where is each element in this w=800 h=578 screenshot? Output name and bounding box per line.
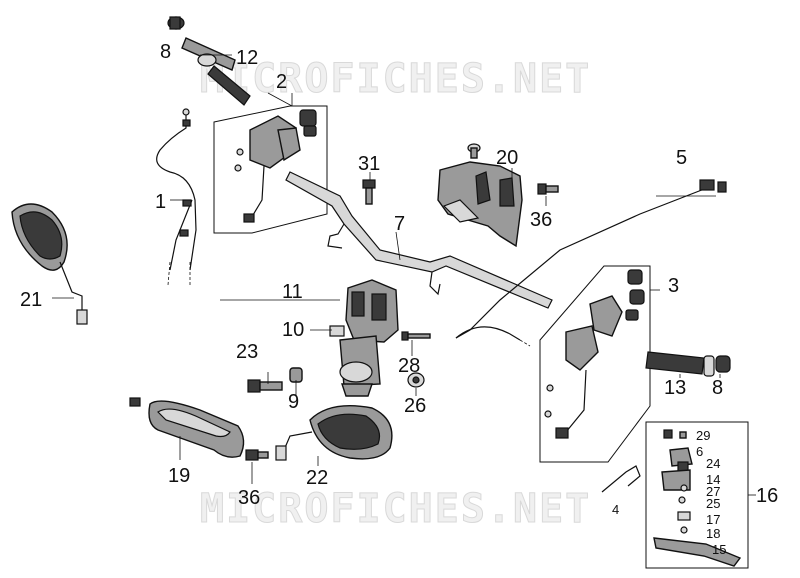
callout-27: 27 — [706, 484, 720, 499]
callout-36-top: 36 — [530, 209, 552, 231]
callout-3: 3 — [668, 275, 679, 297]
callout-10: 10 — [282, 319, 304, 341]
callout-2: 2 — [276, 71, 287, 93]
watermark-top: MICROFICHES.NET — [200, 56, 591, 102]
right-switch-housing[interactable] — [544, 269, 645, 439]
callout-28: 28 — [398, 355, 420, 377]
brake-master-cylinder[interactable] — [329, 279, 399, 397]
bolt-28[interactable] — [401, 331, 431, 341]
bolt-23[interactable] — [247, 379, 283, 393]
bar-end-weight-right[interactable] — [715, 355, 731, 373]
callout-22: 22 — [306, 467, 328, 489]
callout-18: 18 — [706, 526, 720, 541]
nut-26[interactable] — [407, 372, 425, 388]
handlebar-cover[interactable] — [437, 161, 523, 248]
callout-13: 13 — [664, 377, 686, 399]
callout-4: 4 — [612, 502, 619, 517]
throttle-grip[interactable] — [181, 37, 251, 106]
pivot-9[interactable] — [289, 367, 303, 383]
throttle-cable[interactable] — [156, 108, 197, 286]
left-grip[interactable] — [645, 351, 715, 377]
callout-1: 1 — [155, 191, 166, 213]
callout-26: 26 — [404, 395, 426, 417]
callout-11: 11 — [282, 281, 303, 303]
right-mirror[interactable] — [275, 405, 393, 461]
callout-31: 31 — [358, 153, 380, 175]
callout-7: 7 — [394, 213, 405, 235]
callout-17: 17 — [706, 512, 720, 527]
callout-8-top: 8 — [160, 41, 171, 63]
choke-cable[interactable] — [455, 179, 727, 347]
hand-guard[interactable] — [129, 397, 245, 458]
callout-25: 25 — [706, 496, 720, 511]
callout-36-bottom: 36 — [238, 487, 260, 509]
callout-20: 20 — [496, 147, 518, 169]
callout-16: 16 — [756, 485, 778, 507]
bolt-31[interactable] — [362, 179, 376, 205]
left-mirror[interactable] — [11, 203, 88, 325]
callout-14: 14 — [706, 472, 720, 487]
callout-6: 6 — [696, 444, 703, 459]
watermark-bottom: MICROFICHES.NET — [200, 486, 591, 532]
left-switch-housing[interactable] — [234, 109, 317, 223]
handlebar[interactable] — [285, 171, 553, 309]
callout-12: 12 — [236, 47, 258, 69]
clutch-switch-wire[interactable] — [601, 465, 641, 493]
lever-assembly[interactable] — [653, 429, 742, 567]
bolt-36-upper[interactable] — [537, 183, 559, 195]
callout-15: 15 — [712, 542, 726, 557]
callout-19: 19 — [168, 465, 190, 487]
bolt-36-lower[interactable] — [245, 449, 269, 461]
callout-24: 24 — [706, 456, 720, 471]
bar-end-weight-top[interactable] — [167, 16, 185, 30]
callout-23: 23 — [236, 341, 258, 363]
callout-8-right: 8 — [712, 377, 723, 399]
callout-9: 9 — [288, 391, 299, 413]
screw-20[interactable] — [467, 143, 481, 159]
callout-5: 5 — [676, 147, 687, 169]
callout-29: 29 — [696, 428, 710, 443]
callout-21: 21 — [20, 289, 42, 311]
